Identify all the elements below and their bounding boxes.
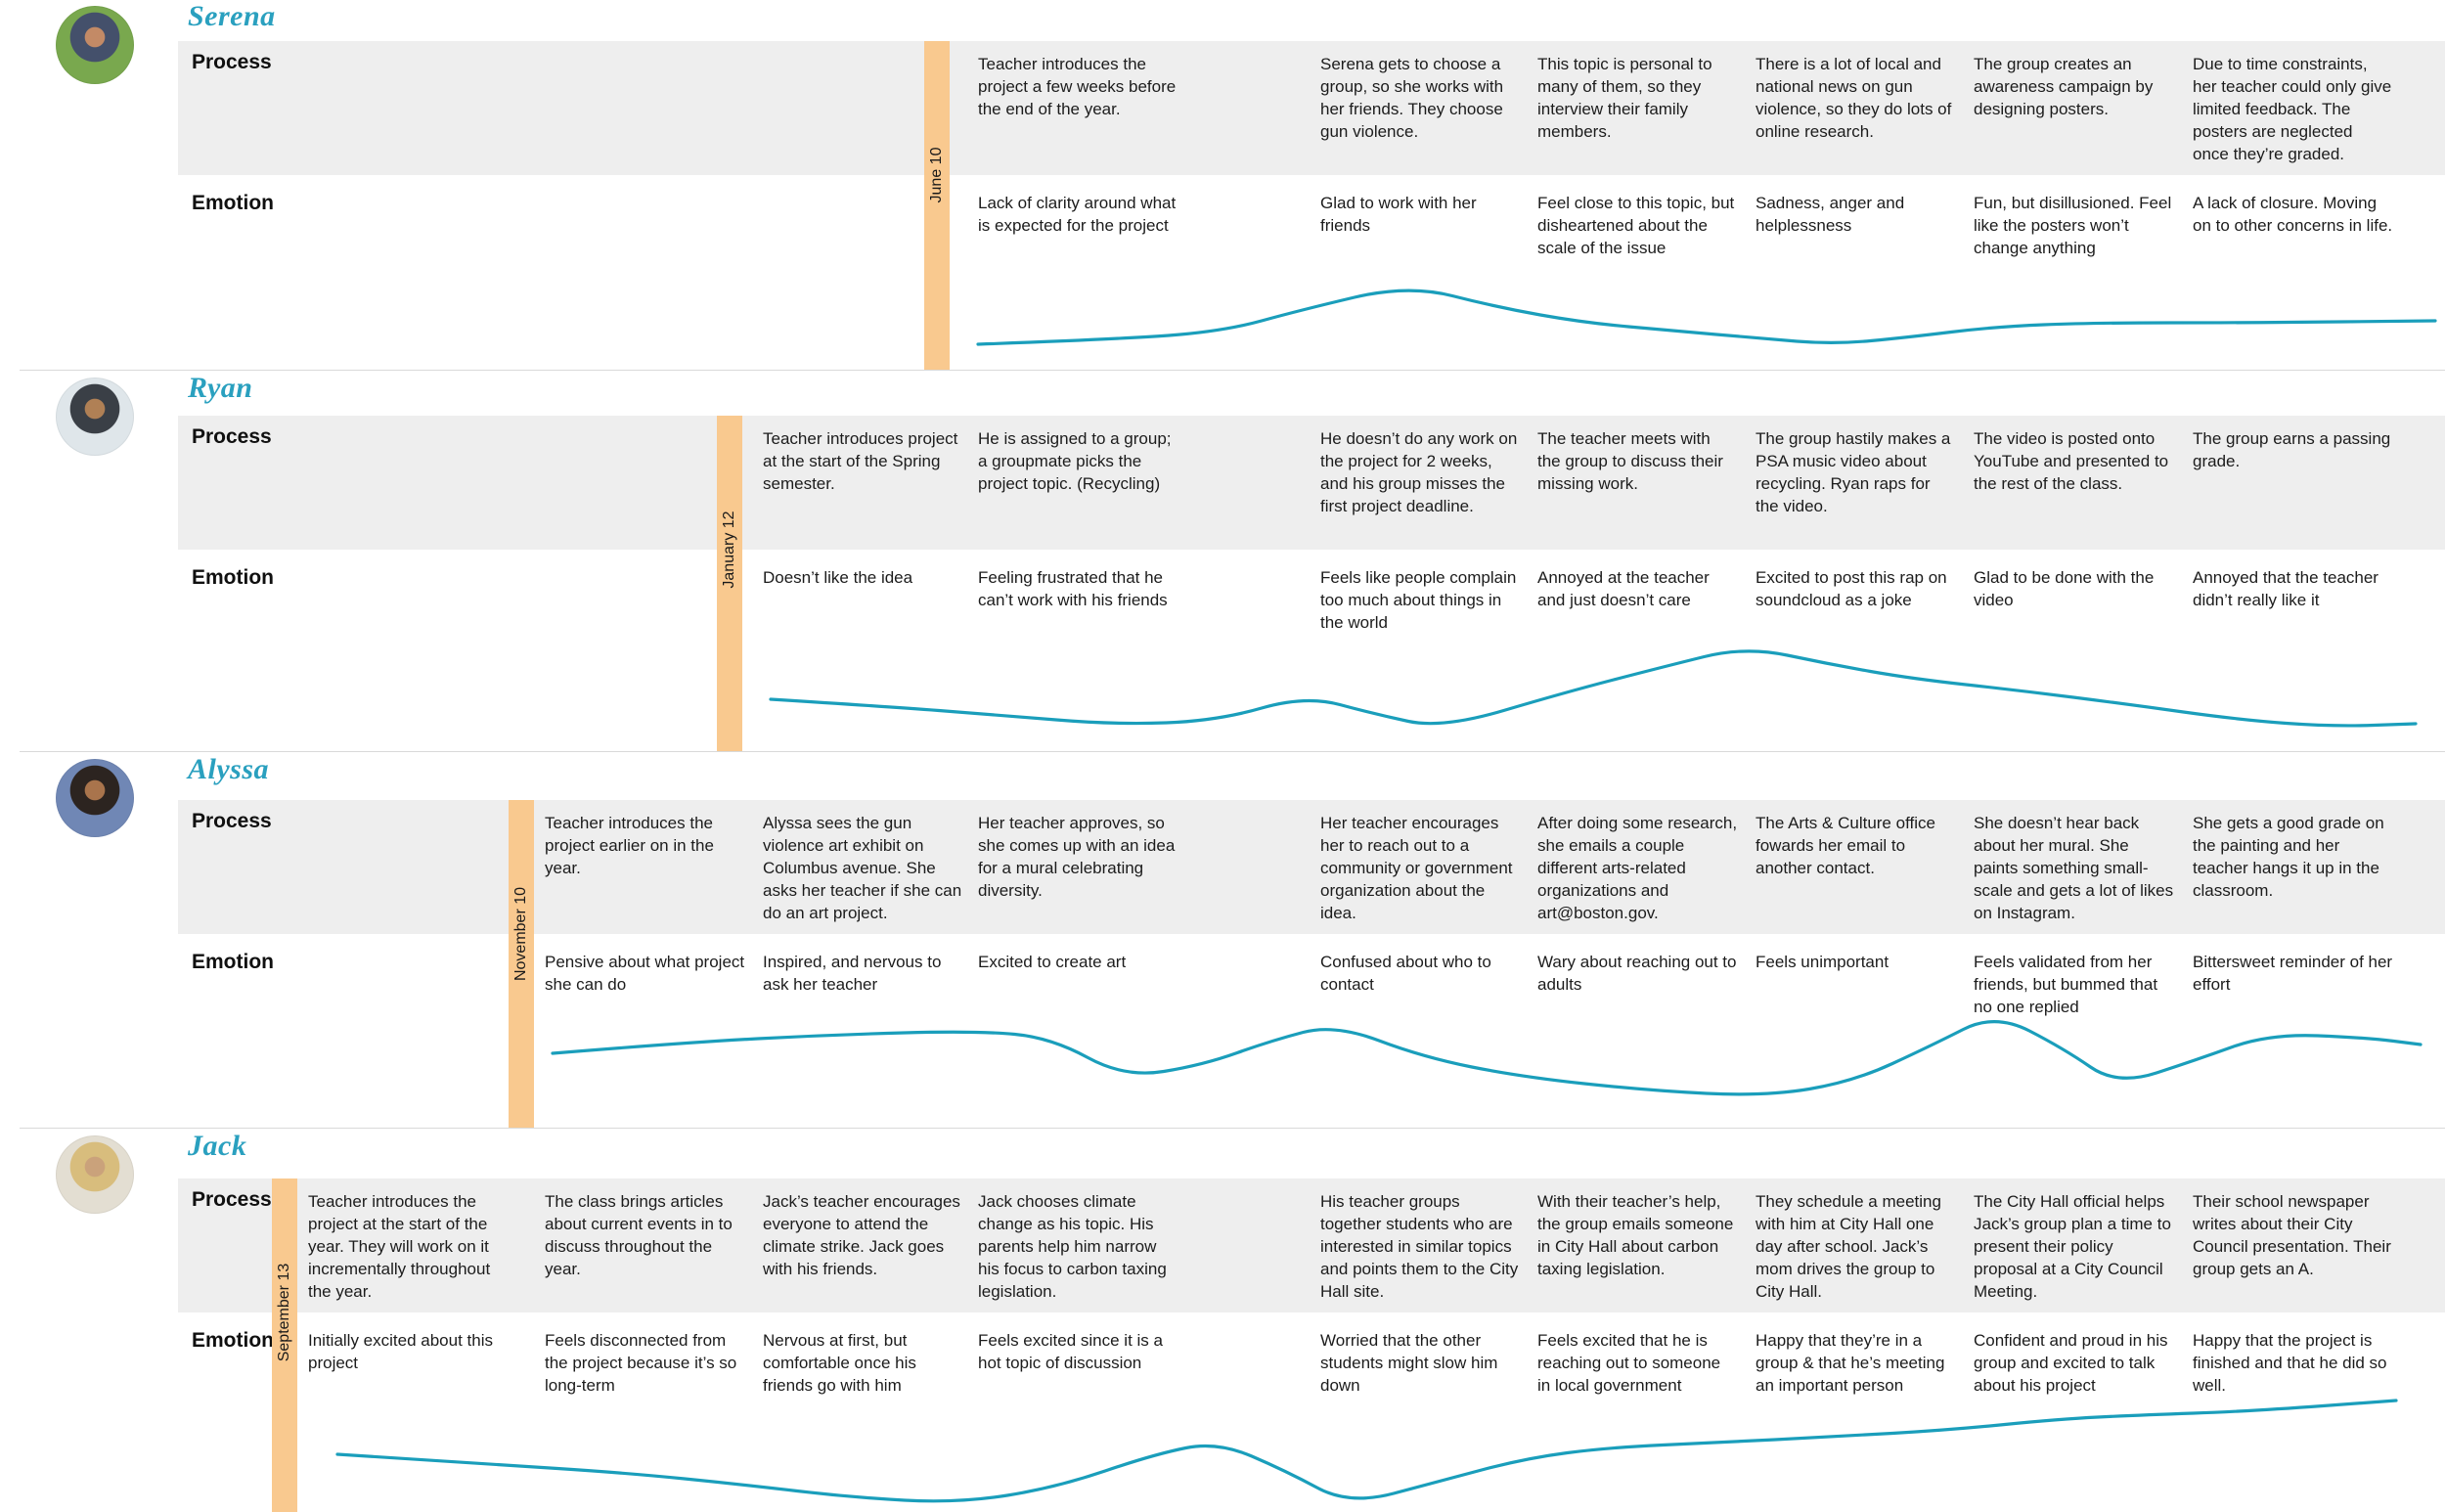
process-step-text: Teacher introduces project at the start …: [763, 429, 958, 493]
process-band: [178, 41, 2445, 175]
process-band: [178, 1178, 2445, 1312]
process-step-text: Her teacher encourages her to reach out …: [1320, 814, 1513, 922]
emotion-step-text: Glad to be done with the video: [1974, 568, 2155, 609]
emotion-step-text: Glad to work with her friends: [1320, 194, 1477, 235]
process-step-text: After doing some research, she emails a …: [1537, 814, 1738, 922]
student-name: Serena: [188, 0, 276, 32]
process-step-text: There is a lot of local and national new…: [1756, 55, 1952, 141]
emotion-row-label: Emotion: [192, 1329, 274, 1352]
emotion-step-text: Fun, but disillusioned. Feel like the po…: [1974, 194, 2172, 257]
emotion-step-text: Feels excited that he is reaching out to…: [1537, 1331, 1721, 1395]
emotion-step-text: Excited to post this rap on soundcloud a…: [1756, 568, 1947, 609]
process-band: [178, 416, 2445, 550]
emotion-step-text: Happy that they’re in a group & that he’…: [1756, 1331, 1945, 1395]
avatar-serena: [56, 6, 134, 84]
emotion-step-text: Feels disconnected from the project beca…: [545, 1331, 737, 1395]
process-step-text: Jack’s teacher encourages everyone to at…: [763, 1192, 960, 1278]
emotion-step-text: Inspired, and nervous to ask her teacher: [763, 953, 942, 994]
emotion-step-text: Wary about reaching out to adults: [1537, 953, 1737, 994]
emotion-step-text: Feeling frustrated that he can’t work wi…: [978, 568, 1168, 609]
process-step-text: The class brings articles about current …: [545, 1192, 733, 1278]
emotion-step-text: Worried that the other students might sl…: [1320, 1331, 1498, 1395]
date-marker-bar: June 10: [924, 41, 950, 370]
section-divider: [20, 751, 2445, 752]
date-label: September 13: [276, 1263, 292, 1362]
emotion-step-text: Feels unimportant: [1756, 953, 1889, 971]
student-name: Ryan: [188, 372, 253, 404]
process-step-text: She doesn’t hear back about her mural. S…: [1974, 814, 2174, 922]
emotion-step-text: Feel close to this topic, but dishearten…: [1537, 194, 1735, 257]
emotion-step-text: Feels like people complain too much abou…: [1320, 568, 1517, 632]
emotion-step-text: Annoyed at the teacher and just doesn’t …: [1537, 568, 1710, 609]
process-step-text: Her teacher approves, so she comes up wi…: [978, 814, 1176, 900]
process-step-text: He is assigned to a group; a groupmate p…: [978, 429, 1172, 493]
avatar-alyssa: [56, 759, 134, 837]
process-step-text: Serena gets to choose a group, so she wo…: [1320, 55, 1504, 141]
emotion-step-text: Initially excited about this project: [308, 1331, 493, 1372]
process-band: [178, 800, 2445, 934]
student-name: Alyssa: [188, 753, 270, 785]
student-section: Jack Process Emotion September 13 Teache…: [0, 1130, 2445, 1512]
emotion-step-text: Excited to create art: [978, 953, 1127, 971]
emotion-step-text: Confident and proud in his group and exc…: [1974, 1331, 2168, 1395]
process-step-text: She gets a good grade on the painting an…: [2193, 814, 2384, 900]
process-row-label: Process: [192, 51, 272, 73]
emotion-step-text: Feels excited since it is a hot topic of…: [978, 1331, 1163, 1372]
process-step-text: The group earns a passing grade.: [2193, 429, 2391, 470]
student-section: Serena Process Emotion June 10 Teacher i…: [0, 0, 2445, 370]
process-step-text: The City Hall official helps Jack’s grou…: [1974, 1192, 2171, 1301]
process-step-text: Jack chooses climate change as his topic…: [978, 1192, 1167, 1301]
process-step-text: Alyssa sees the gun violence art exhibit…: [763, 814, 962, 922]
process-row-label: Process: [192, 1188, 272, 1211]
emotion-step-text: Sadness, anger and helplessness: [1756, 194, 1905, 235]
student-section: Alyssa Process Emotion November 10 Teach…: [0, 753, 2445, 1128]
date-marker-bar: November 10: [509, 800, 534, 1128]
emotion-step-text: Nervous at first, but comfortable once h…: [763, 1331, 916, 1395]
process-step-text: This topic is personal to many of them, …: [1537, 55, 1712, 141]
student-section: Ryan Process Emotion January 12 Teacher …: [0, 372, 2445, 751]
emotion-row-label: Emotion: [192, 951, 274, 973]
process-step-text: Teacher introduces the project earlier o…: [545, 814, 714, 877]
process-step-text: The teacher meets with the group to disc…: [1537, 429, 1723, 493]
avatar-ryan: [56, 378, 134, 456]
emotion-step-text: Lack of clarity around what is expected …: [978, 194, 1177, 235]
date-label: June 10: [928, 147, 945, 203]
process-step-text: His teacher groups together students who…: [1320, 1192, 1519, 1301]
process-step-text: The Arts & Culture office fowards her em…: [1756, 814, 1935, 877]
emotion-step-text: Bittersweet reminder of her effort: [2193, 953, 2393, 994]
process-step-text: The group creates an awareness campaign …: [1974, 55, 2154, 118]
emotion-step-text: Pensive about what project she can do: [545, 953, 745, 994]
emotion-step-text: Annoyed that the teacher didn’t really l…: [2193, 568, 2378, 609]
process-step-text: Teacher introduces the project at the st…: [308, 1192, 491, 1301]
emotion-step-text: A lack of closure. Moving on to other co…: [2193, 194, 2393, 235]
process-step-text: With their teacher’s help, the group ema…: [1537, 1192, 1734, 1278]
process-step-text: The video is posted onto YouTube and pre…: [1974, 429, 2169, 493]
emotion-step-text: Confused about who to contact: [1320, 953, 1491, 994]
process-step-text: Their school newspaper writes about thei…: [2193, 1192, 2391, 1278]
process-step-text: They schedule a meeting with him at City…: [1756, 1192, 1941, 1301]
emotion-step-text: Doesn’t like the idea: [763, 568, 913, 587]
emotion-step-text: Feels validated from her friends, but bu…: [1974, 953, 2158, 1016]
process-row-label: Process: [192, 810, 272, 832]
student-name: Jack: [188, 1130, 247, 1162]
process-step-text: Due to time constraints, her teacher cou…: [2193, 55, 2392, 163]
avatar-jack: [56, 1135, 134, 1214]
emotion-row-label: Emotion: [192, 192, 274, 214]
emotion-row-label: Emotion: [192, 566, 274, 589]
date-marker-bar: January 12: [717, 416, 742, 751]
date-label: November 10: [512, 886, 529, 982]
date-marker-bar: September 13: [272, 1178, 297, 1512]
section-divider: [20, 370, 2445, 371]
date-label: January 12: [721, 511, 737, 589]
process-row-label: Process: [192, 425, 272, 448]
emotion-step-text: Happy that the project is finished and t…: [2193, 1331, 2387, 1395]
process-step-text: The group hastily makes a PSA music vide…: [1756, 429, 1951, 515]
section-divider: [20, 1128, 2445, 1129]
process-step-text: He doesn’t do any work on the project fo…: [1320, 429, 1518, 515]
process-step-text: Teacher introduces the project a few wee…: [978, 55, 1177, 118]
